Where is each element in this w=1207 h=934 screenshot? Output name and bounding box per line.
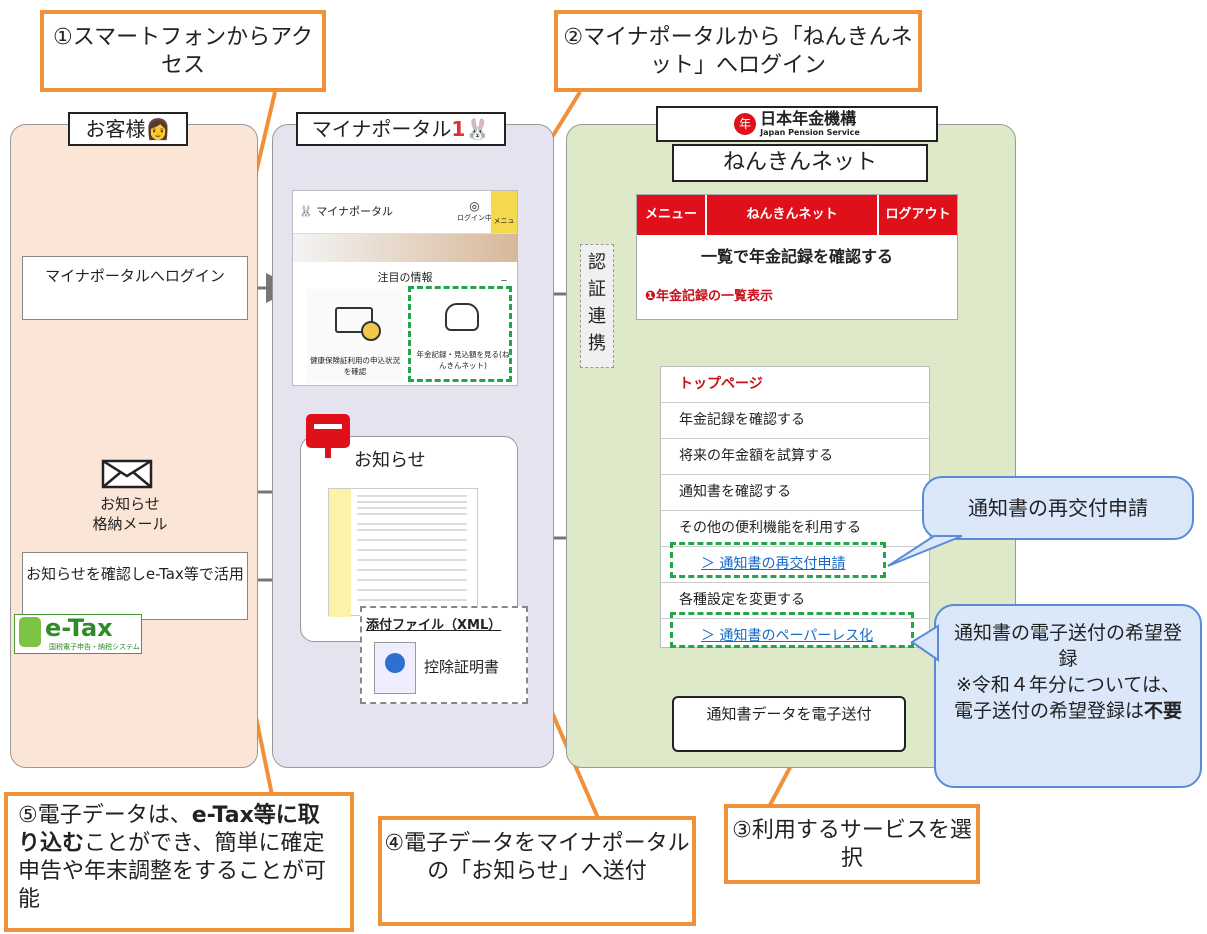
- xml-file-icon: [374, 642, 416, 694]
- send-data-box: 通知書データを電子送付: [672, 696, 906, 752]
- highlight-reissue: [670, 542, 886, 578]
- myna-portal-label: マイナポータル1🐰: [296, 112, 506, 146]
- jps-emblem-icon: 年: [734, 112, 757, 135]
- mascot-icon: 🐰: [299, 205, 313, 218]
- login-status: ◎ログイン中: [457, 199, 492, 222]
- login-box[interactable]: マイナポータルへログイン: [22, 256, 248, 320]
- nenkin-menu-button[interactable]: メニュー: [637, 195, 707, 235]
- menu-item-records[interactable]: 年金記録を確認する: [661, 403, 929, 439]
- callout-step3: ③利用するサービスを選択: [724, 804, 980, 884]
- page-heading: 一覧で年金記録を確認する: [700, 247, 893, 266]
- menu-item-settings[interactable]: 各種設定を変更する: [661, 583, 929, 619]
- mail-icon: [100, 458, 160, 492]
- nenkin-logout-button[interactable]: ログアウト: [879, 195, 957, 235]
- nenkin-header-title: ねんきんネット: [707, 195, 879, 235]
- person-icon: 👩: [145, 117, 171, 141]
- menu-item-top[interactable]: トップページ: [661, 367, 929, 403]
- menu-item-reissue[interactable]: ＞ 通知書の再交付申請: [661, 547, 929, 583]
- callout-step5: ⑤電子データは、e-Tax等に取り込むことができ、簡単に確定申告や年末調整をする…: [4, 792, 354, 932]
- card-nenkin[interactable]: 年金記録・見込額を見る(ねんきんネット): [413, 289, 513, 383]
- bubble-reissue: 通知書の再交付申請: [922, 476, 1194, 540]
- highlight-paperless: [670, 612, 914, 648]
- mail-label: お知らせ格納メール: [92, 495, 168, 533]
- check-notice-box[interactable]: お知らせを確認しe-Tax等で活用: [22, 552, 248, 620]
- highlight-nenkin-card: [408, 286, 512, 382]
- notice-title: お知らせ: [354, 450, 426, 471]
- customer-label: お客様👩: [68, 112, 188, 146]
- postbox-icon: [304, 412, 352, 460]
- health-card-icon: [335, 307, 381, 341]
- bubble-reissue-tail: [887, 535, 963, 567]
- mascot-icon: 🐰: [465, 117, 491, 141]
- nenkin-menu-list: トップページ 年金記録を確認する 将来の年金額を試算する 通知書を確認する その…: [660, 366, 930, 648]
- menu-item-paperless[interactable]: ＞ 通知書のペーパーレス化: [701, 628, 874, 644]
- nenkin-screen: メニュー ねんきんネット ログアウト 一覧で年金記録を確認する ❶年金記録の一覧…: [636, 194, 958, 320]
- customer-lane: [10, 124, 258, 768]
- menu-item-estimate[interactable]: 将来の年金額を試算する: [661, 439, 929, 475]
- attachment-box: 添付ファイル（XML） 控除証明書: [360, 606, 528, 704]
- nenkin-net-label: ねんきんネット: [672, 144, 928, 182]
- myna-app-title: 🐰 マイナポータル: [299, 205, 393, 218]
- callout-step1: ①スマートフォンからアクセス: [40, 10, 326, 92]
- etax-logo: e-Tax 国税電子申告・納税システム: [14, 614, 142, 654]
- bubble-paperless-tail: [910, 624, 939, 662]
- bubble-paperless: 通知書の電子送付の希望登録 ※令和４年分については、電子送付の希望登録は不要: [934, 604, 1202, 788]
- jps-logo-box: 年 日本年金機構 Japan Pension Service: [656, 106, 938, 142]
- menu-item-notices[interactable]: 通知書を確認する: [661, 475, 929, 511]
- callout-step2: ②マイナポータルから「ねんきんネット」へログイン: [554, 10, 922, 92]
- menu-button[interactable]: メニュー: [491, 191, 517, 285]
- notice-document: [328, 488, 478, 617]
- wallet-icon: [445, 303, 479, 331]
- callout-step4: ④電子データをマイナポータルの「お知らせ」へ送付: [378, 816, 696, 926]
- section-title: 注目の情報: [377, 271, 433, 284]
- auth-linkage-label: 認証連携: [580, 244, 614, 368]
- etax-mascot-icon: [19, 617, 41, 647]
- card-health-insurance[interactable]: 健康保険証利用の申込状況を確認: [307, 289, 403, 383]
- menu-item-other[interactable]: その他の便利機能を利用する: [661, 511, 929, 547]
- record-list-link[interactable]: ❶年金記録の一覧表示: [645, 289, 774, 304]
